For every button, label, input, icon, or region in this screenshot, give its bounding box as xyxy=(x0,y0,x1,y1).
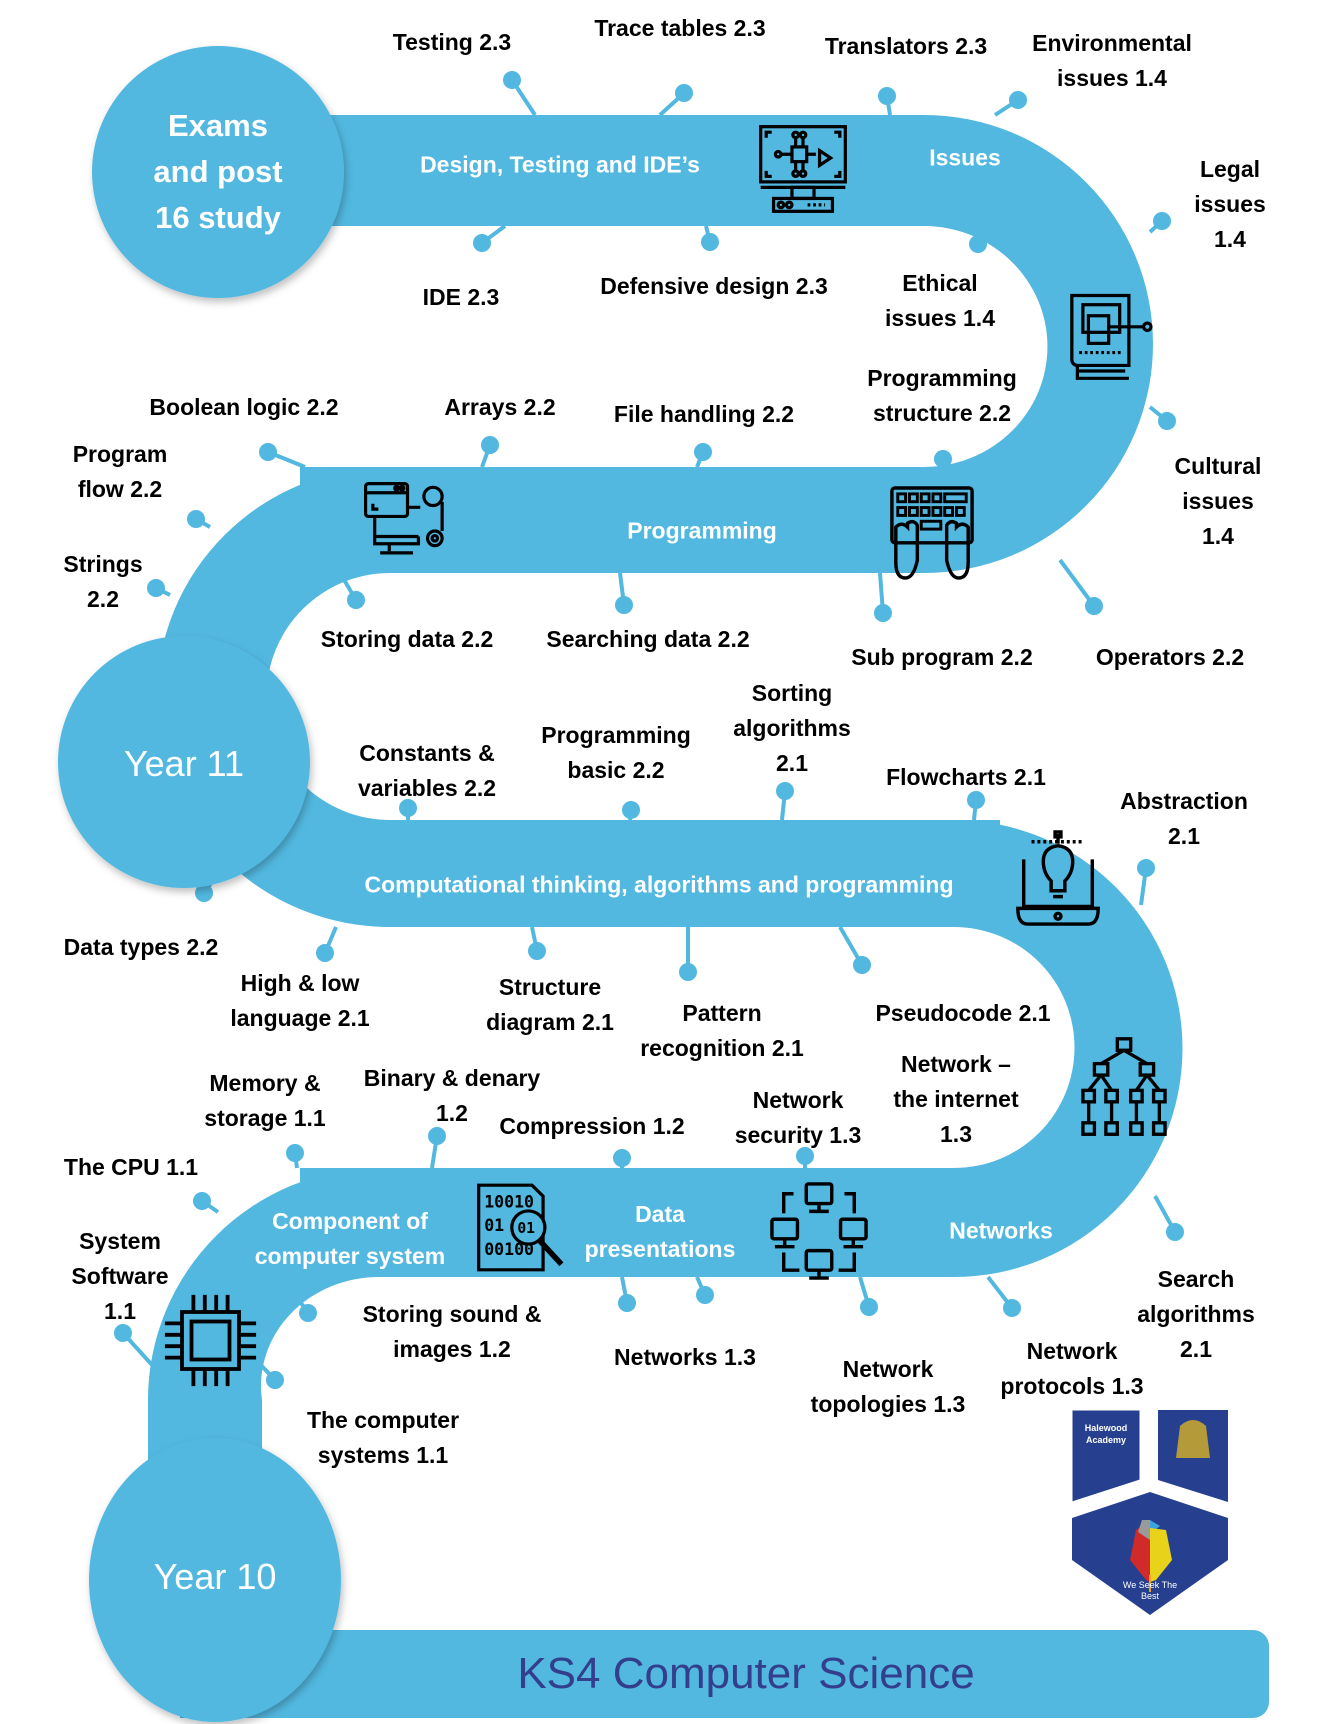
svg-text:10010: 10010 xyxy=(484,1192,534,1211)
laptop-lightbulb-icon xyxy=(1013,830,1103,928)
topic-pattern: Pattern recognition 2.1 xyxy=(640,1000,804,1061)
topic-memory: Memory & storage 1.1 xyxy=(204,1070,326,1131)
topic-compression: Compression 1.2 xyxy=(499,1113,685,1139)
topic-program-flow: Program flow 2.2 xyxy=(72,441,168,502)
topic-structure-diagram: Structure diagram 2.1 xyxy=(486,974,614,1035)
milestone-year10-circle xyxy=(89,1438,341,1722)
topic-ide: IDE 2.3 xyxy=(422,284,500,310)
topic-defensive: Defensive design 2.3 xyxy=(600,273,828,299)
band-data: Data presentations xyxy=(584,1201,736,1262)
topic-network-topologies: Network topologies 1.3 xyxy=(810,1356,966,1417)
computer-settings-icon xyxy=(360,480,455,562)
topic-sorting: Sorting algorithms 2.1 xyxy=(733,680,851,776)
milestone-circles xyxy=(58,46,344,1722)
topic-high-low: High & low language 2.1 xyxy=(230,970,370,1031)
topic-translators: Translators 2.3 xyxy=(824,33,988,59)
topic-arrays: Arrays 2.2 xyxy=(444,394,556,420)
circuit-monitor-icon xyxy=(757,123,849,215)
topic-trace-tables: Trace tables 2.3 xyxy=(594,15,766,41)
hierarchy-tree-icon xyxy=(1080,1035,1168,1140)
milestone-year10: Year 10 xyxy=(153,1556,277,1597)
topic-network-protocols: Network protocols 1.3 xyxy=(1000,1338,1144,1399)
topic-cultural: Cultural issues 1.4 xyxy=(1174,453,1262,549)
page-title: KS4 Computer Science xyxy=(517,1649,975,1698)
topic-file-handling: File handling 2.2 xyxy=(613,401,795,427)
logo-motto: We Seek The Best xyxy=(1122,1580,1178,1601)
topic-strings: Strings 2.2 xyxy=(63,551,143,612)
topic-network-security: Network security 1.3 xyxy=(734,1087,862,1148)
keyboard-hands-icon xyxy=(888,483,976,583)
band-issues: Issues xyxy=(929,144,1001,171)
cpu-chip-icon xyxy=(163,1293,258,1388)
topic-constants: Constants & variables 2.2 xyxy=(357,740,497,801)
topic-testing: Testing 2.3 xyxy=(392,29,512,55)
topic-boolean: Boolean logic 2.2 xyxy=(149,394,339,420)
topic-data-types: Data types 2.2 xyxy=(63,934,219,960)
milestone-year11: Year 11 xyxy=(123,743,245,784)
topic-pseudocode: Pseudocode 2.1 xyxy=(875,1000,1051,1026)
svg-text:01: 01 xyxy=(517,1220,535,1237)
band-networks: Networks xyxy=(949,1217,1053,1244)
topic-flowcharts: Flowcharts 2.1 xyxy=(886,764,1046,790)
topic-legal: Legal issues 1.4 xyxy=(1194,156,1266,252)
topic-storing-sound: Storing sound & images 1.2 xyxy=(362,1301,542,1362)
logo-school-name: Halewood Academy xyxy=(1084,1423,1128,1445)
svg-text:00100: 00100 xyxy=(484,1240,534,1259)
binary-search-document-icon: 10010 01 00100 01 xyxy=(475,1180,567,1275)
topic-computer-systems: The computer systems 1.1 xyxy=(306,1407,460,1468)
topic-searching-data: Searching data 2.2 xyxy=(546,626,750,652)
topic-binary: Binary & denary 1.2 xyxy=(363,1065,541,1126)
topic-network-internet: Network – the internet 1.3 xyxy=(893,1051,1019,1147)
topic-programming-basic: Programming basic 2.2 xyxy=(541,722,691,783)
topic-search-algorithms: Search algorithms 2.1 xyxy=(1137,1266,1255,1362)
topic-cpu: The CPU 1.1 xyxy=(63,1154,199,1180)
band-computational: Computational thinking, algorithms and p… xyxy=(364,871,954,898)
law-book-gavel-icon xyxy=(1063,290,1158,382)
topic-environmental: Environmental issues 1.4 xyxy=(1032,30,1192,91)
milestone-exams-circle xyxy=(92,46,344,298)
topic-networks-1-3: Networks 1.3 xyxy=(614,1344,756,1370)
road-body xyxy=(148,115,1269,1718)
road-connectors xyxy=(114,71,1184,1389)
topic-programming-structure: Programming structure 2.2 xyxy=(867,365,1017,426)
topic-ethical: Ethical issues 1.4 xyxy=(885,270,995,331)
topic-abstraction: Abstraction 2.1 xyxy=(1120,788,1248,849)
milestone-year11-circle xyxy=(58,636,310,888)
topic-storing-data: Storing data 2.2 xyxy=(320,626,494,652)
topic-system-software: System Software 1.1 xyxy=(71,1228,169,1324)
halewood-academy-logo: Halewood Academy We Seek The Best xyxy=(1070,1409,1230,1615)
topic-operators: Operators 2.2 xyxy=(1095,644,1245,670)
svg-text:01: 01 xyxy=(484,1216,504,1235)
band-programming: Programming xyxy=(627,517,777,544)
band-component: Component of computer system xyxy=(254,1208,446,1269)
band-design: Design, Testing and IDE’s xyxy=(420,151,700,178)
network-computers-icon xyxy=(770,1182,868,1280)
topic-sub-program: Sub program 2.2 xyxy=(851,644,1033,670)
milestone-exams: Exams and post 16 study xyxy=(153,108,283,235)
